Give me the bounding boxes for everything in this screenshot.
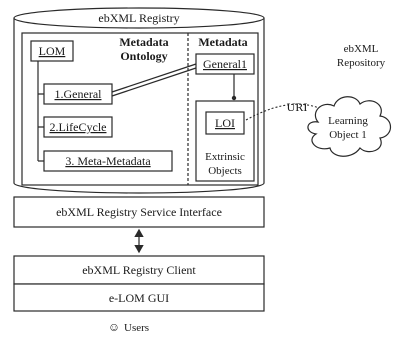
loi-box [205, 111, 245, 135]
ontology-item-metametadata-box [43, 150, 173, 172]
extrinsic-label-line1: Extrinsic [205, 151, 245, 163]
registry-title: ebXML Registry [98, 11, 179, 25]
users-label: Users [124, 322, 149, 334]
client-box [13, 255, 265, 285]
ontology-label-line2: Ontology [120, 49, 167, 63]
repository-label-line2: Repository [337, 57, 386, 69]
metadata-general-box [195, 53, 255, 75]
metadata-general: General1 [203, 57, 247, 71]
learning-object-cloud [307, 96, 392, 157]
extrinsic-label-line2: Objects [208, 165, 242, 177]
ontology-label-line1: Metadata [119, 35, 168, 49]
classification-link [111, 63, 197, 97]
gui-label: e-LOM GUI [109, 291, 169, 305]
client-label: ebXML Registry Client [82, 263, 196, 277]
learning-object-line2: Object 1 [329, 129, 367, 141]
ontology-item-lifecycle-box [43, 116, 113, 138]
loi-label: LOI [215, 116, 235, 130]
general-to-loi-node [231, 95, 237, 101]
users-icon: ☺ [108, 320, 120, 334]
ontology-item-metametadata: 3. Meta-Metadata [65, 154, 151, 168]
repository-label-line1: ebXML [344, 43, 379, 55]
ontology-item-general-box [43, 83, 113, 105]
uri-label: URI [287, 100, 308, 114]
lom-root-label: LOM [39, 44, 66, 58]
ontology-item-lifecycle: 2.LifeCycle [50, 120, 107, 134]
service-interface-label: ebXML Registry Service Interface [56, 205, 222, 219]
ontology-tree-connector [37, 61, 44, 162]
metadata-label: Metadata [198, 35, 247, 49]
lom-root-box [30, 40, 74, 62]
ontology-item-general: 1.General [55, 87, 103, 101]
gui-box [13, 283, 265, 312]
learning-object-line1: Learning [328, 115, 368, 127]
service-interface-box [13, 196, 265, 228]
